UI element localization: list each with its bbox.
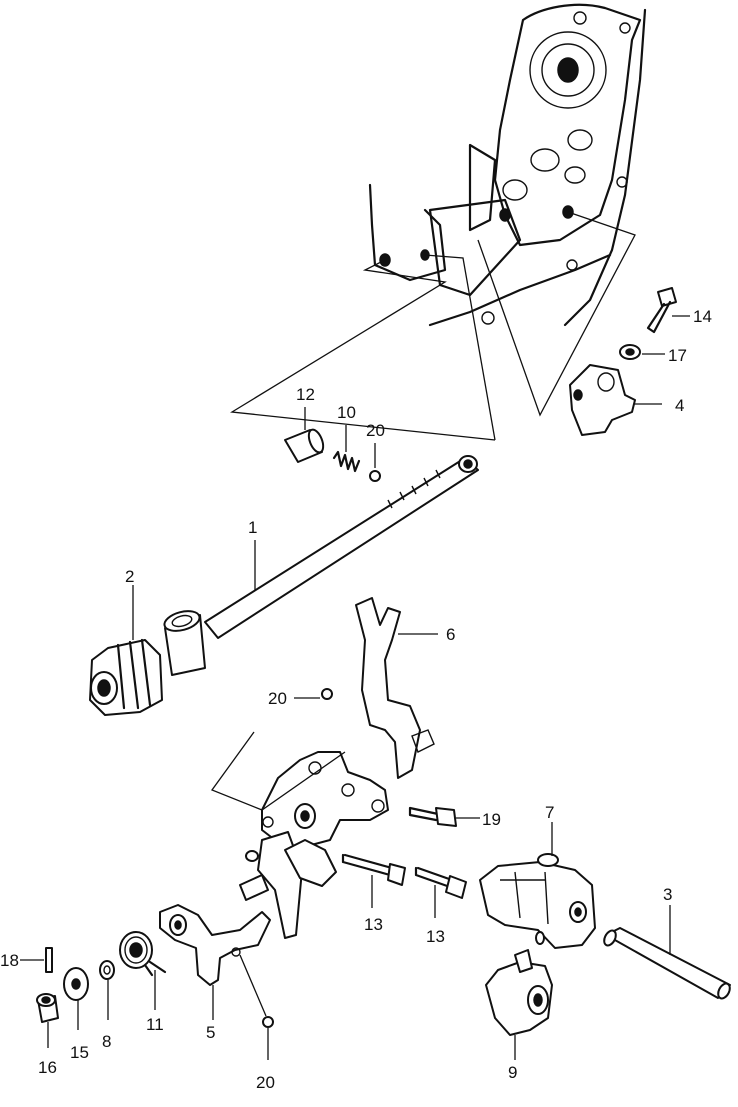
part-16-bushing: 16 bbox=[36, 993, 59, 1077]
part-4-bracket: 4 bbox=[569, 364, 684, 436]
part-20-ball-lower: 20 bbox=[239, 954, 275, 1092]
part-20-ball-middle: 20 bbox=[268, 688, 333, 708]
part-2-boot: 2 bbox=[89, 567, 163, 716]
part-1-shift-rod: 1 bbox=[163, 455, 479, 676]
callout-11: 11 bbox=[146, 1015, 164, 1034]
callout-13-a: 13 bbox=[364, 915, 383, 934]
part-7-arm-holder: 7 bbox=[479, 803, 596, 949]
callout-20-lower: 20 bbox=[256, 1073, 275, 1092]
callout-7: 7 bbox=[545, 803, 554, 822]
part-19-bolt: 19 bbox=[408, 806, 501, 829]
callout-16: 16 bbox=[38, 1058, 57, 1077]
part-3-shaft: 3 bbox=[603, 885, 731, 1000]
callout-18: 18 bbox=[0, 951, 19, 970]
part-17-washer: 17 bbox=[619, 344, 687, 365]
callout-17: 17 bbox=[668, 346, 687, 365]
callout-10: 10 bbox=[337, 403, 356, 422]
part-5-interlock: 5 bbox=[159, 904, 271, 1042]
callout-6: 6 bbox=[446, 625, 455, 644]
callout-20-upper: 20 bbox=[366, 421, 385, 440]
callout-12: 12 bbox=[296, 385, 315, 404]
callout-3: 3 bbox=[663, 885, 672, 904]
callout-5: 5 bbox=[206, 1023, 215, 1042]
part-13-bolts: 13 13 bbox=[341, 853, 467, 946]
part-11-torsion-spring: 11 bbox=[119, 931, 167, 1034]
callout-20-middle: 20 bbox=[268, 689, 287, 708]
callout-8: 8 bbox=[102, 1032, 111, 1051]
part-9-arm: 9 bbox=[485, 949, 553, 1082]
part-10-spring: 10 bbox=[332, 403, 361, 473]
part-8-washer: 8 bbox=[99, 960, 115, 1051]
part-15-washer: 15 bbox=[63, 967, 89, 1062]
callout-1: 1 bbox=[248, 518, 257, 537]
part-12-collar: 12 bbox=[284, 385, 325, 463]
part-6-fork-lever: 6 bbox=[355, 597, 455, 779]
callout-14: 14 bbox=[693, 307, 712, 326]
callout-15: 15 bbox=[70, 1043, 89, 1062]
transmission-housing bbox=[368, 3, 647, 327]
part-20-ball-upper: 20 bbox=[366, 421, 385, 482]
callout-9: 9 bbox=[508, 1063, 517, 1082]
callout-4: 4 bbox=[675, 396, 684, 415]
callout-13-b: 13 bbox=[426, 927, 445, 946]
part-14-bolt: 14 bbox=[646, 287, 712, 334]
callout-2: 2 bbox=[125, 567, 134, 586]
callout-19: 19 bbox=[482, 810, 501, 829]
assembly-guide-lines-top bbox=[230, 211, 636, 441]
part-18-pin: 18 bbox=[0, 947, 53, 973]
shift-bracket-assembly bbox=[210, 731, 389, 939]
